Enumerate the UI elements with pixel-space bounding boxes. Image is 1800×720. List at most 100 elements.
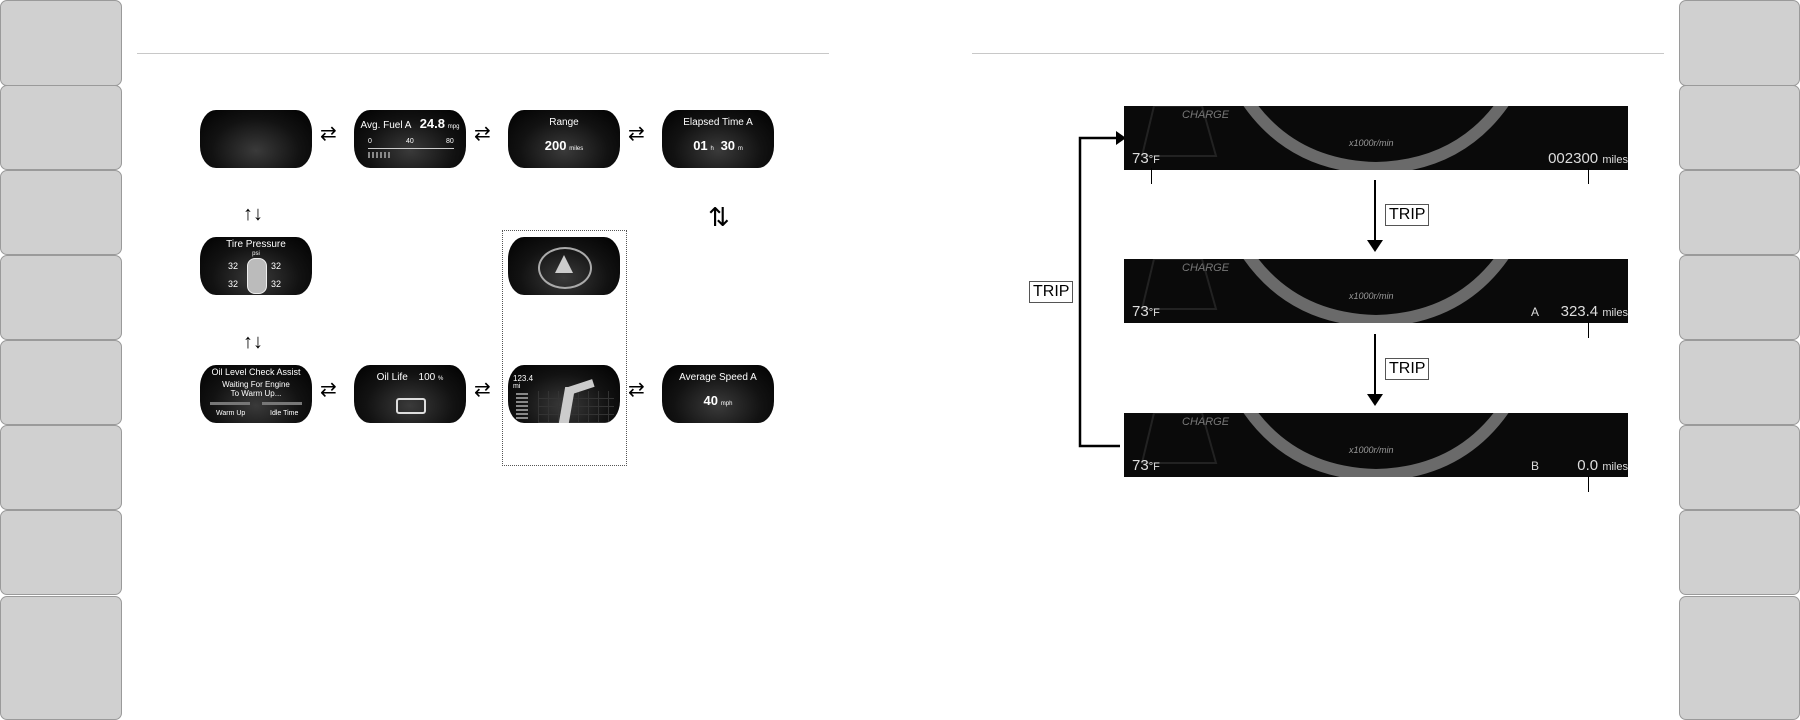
callout-line: [1588, 476, 1589, 492]
odometer-value: 002300: [1548, 150, 1599, 167]
range-unit: miles: [569, 146, 584, 152]
trip-unit: miles: [1602, 461, 1628, 473]
right-side-tabs: [1679, 0, 1800, 720]
side-tab[interactable]: [1679, 425, 1800, 510]
compass-arrow-icon: [555, 255, 573, 273]
side-tab[interactable]: [1679, 340, 1800, 425]
side-tab[interactable]: [0, 596, 122, 720]
temp-value: 73: [1132, 150, 1149, 167]
oil-life-screen: Oil Life 100 %: [354, 365, 466, 423]
side-tab[interactable]: [1679, 170, 1800, 255]
avg-speed-value: 40: [703, 393, 718, 408]
oil-check-label: Oil Level Check Assist: [211, 367, 301, 377]
trip-button-label: TRIP: [1385, 204, 1430, 226]
rpm-label: x1000r/min: [1349, 445, 1394, 455]
tire-pressure-screen: Tire Pressure psi 32 32 32 32: [200, 237, 312, 295]
page-rule-right: [972, 53, 1664, 54]
side-tab[interactable]: [0, 425, 122, 510]
avg-fuel-value: 24.8: [419, 116, 446, 131]
warm-up-bar: [210, 402, 250, 405]
oil-check-line1: Waiting For Engine: [222, 380, 290, 389]
rpm-label: x1000r/min: [1349, 291, 1394, 301]
side-tab[interactable]: [0, 510, 122, 595]
meter-strip-odometer: CHARGE x1000r/min 73°F 002300 miles: [1124, 106, 1628, 170]
callout-line: [1588, 322, 1589, 338]
oil-level-check-screen: Oil Level Check Assist Waiting For Engin…: [200, 365, 312, 423]
avg-speed-label: Average Speed A: [679, 372, 757, 383]
oil-life-unit: %: [438, 376, 444, 382]
down-arrow-shaft: [1374, 334, 1376, 396]
elapsed-hours: 01: [693, 138, 708, 153]
callout-line: [1588, 168, 1589, 184]
tire-front-left: 32: [228, 261, 239, 271]
up-down-arrow-icon: ↑↓: [243, 331, 263, 353]
callout-line: [1151, 168, 1152, 184]
elapsed-time-screen: Elapsed Time A 01 h 30 m: [662, 110, 774, 168]
trip-button-label: TRIP: [1029, 281, 1074, 303]
tire-front-right: 32: [271, 261, 282, 271]
charge-label: CHARGE: [1182, 262, 1230, 274]
scale-tick: 80: [446, 138, 454, 145]
elapsed-minutes: 30: [720, 138, 736, 153]
oil-life-label: Oil Life: [376, 372, 408, 383]
idle-time-bar: [262, 402, 302, 405]
trip-button-label: TRIP: [1385, 358, 1430, 380]
outside-temp: 73°F: [1132, 457, 1160, 474]
tachometer-arc: [1140, 106, 1509, 170]
odometer-unit: miles: [1602, 154, 1628, 166]
car-top-view-icon: [247, 258, 267, 294]
fuel-scale-line: [368, 148, 454, 149]
avg-fuel-unit: mpg: [447, 124, 460, 130]
trip-meter-readout: 323.4 miles: [1561, 303, 1628, 320]
side-tab[interactable]: [0, 85, 122, 170]
idle-time-label: Idle Time: [270, 410, 299, 417]
blank-screen: [200, 110, 312, 168]
compass-screen: [508, 237, 620, 295]
average-speed-screen: Average Speed A 40 mph: [662, 365, 774, 423]
trip-loop-arrow: [1078, 131, 1126, 448]
elapsed-hours-unit: h: [710, 146, 714, 152]
side-tab[interactable]: [1679, 510, 1800, 595]
bidirectional-arrow-icon: ⇄: [320, 123, 337, 145]
nav-distance: 123.4: [513, 374, 534, 383]
temp-value: 73: [1132, 303, 1149, 320]
warm-up-label: Warm Up: [216, 410, 246, 417]
left-side-tabs: [0, 0, 122, 720]
scale-tick: 40: [406, 138, 414, 145]
bidirectional-arrow-icon: ⇄: [320, 379, 337, 401]
page-rule-left: [137, 53, 829, 54]
charge-label: CHARGE: [1182, 416, 1230, 428]
down-arrow-shaft: [1374, 180, 1376, 242]
side-tab[interactable]: [1679, 255, 1800, 340]
side-tab[interactable]: [1679, 85, 1800, 170]
vertical-bidirectional-arrow-icon: ⇅: [708, 202, 730, 232]
down-arrow-icon: [1367, 394, 1383, 406]
up-down-arrow-icon: ↑↓: [243, 203, 263, 225]
tire-pressure-label: Tire Pressure: [226, 239, 286, 250]
bidirectional-arrow-icon: ⇄: [474, 379, 491, 401]
temp-unit: °F: [1148, 154, 1160, 166]
side-tab[interactable]: [0, 340, 122, 425]
side-tab[interactable]: [0, 255, 122, 340]
elapsed-label: Elapsed Time A: [683, 117, 753, 128]
side-tab[interactable]: [1679, 0, 1800, 86]
avg-fuel-screen: Avg. Fuel A 24.8 mpg 0 40 80: [354, 110, 466, 168]
bidirectional-arrow-icon: ⇄: [628, 123, 645, 145]
trip-value: 0.0: [1577, 457, 1599, 474]
side-tab[interactable]: [1679, 596, 1800, 720]
nav-distance-bar: [516, 393, 528, 419]
meter-strip-trip-b: CHARGE x1000r/min 73°F B 0.0 miles: [1124, 413, 1628, 477]
nav-grid: [538, 391, 614, 423]
rpm-label: x1000r/min: [1349, 138, 1394, 148]
oil-life-value: 100: [418, 372, 436, 383]
side-tab[interactable]: [0, 0, 122, 86]
bidirectional-arrow-icon: ⇄: [628, 379, 645, 401]
charge-label: CHARGE: [1182, 109, 1230, 121]
trip-indicator: A: [1531, 305, 1540, 319]
tire-pressure-unit: psi: [252, 251, 260, 257]
side-tab[interactable]: [0, 170, 122, 255]
range-label: Range: [549, 117, 579, 128]
range-value: 200: [544, 138, 567, 153]
oil-check-line2: To Warm Up...: [230, 389, 282, 398]
oil-can-icon: [396, 398, 426, 414]
